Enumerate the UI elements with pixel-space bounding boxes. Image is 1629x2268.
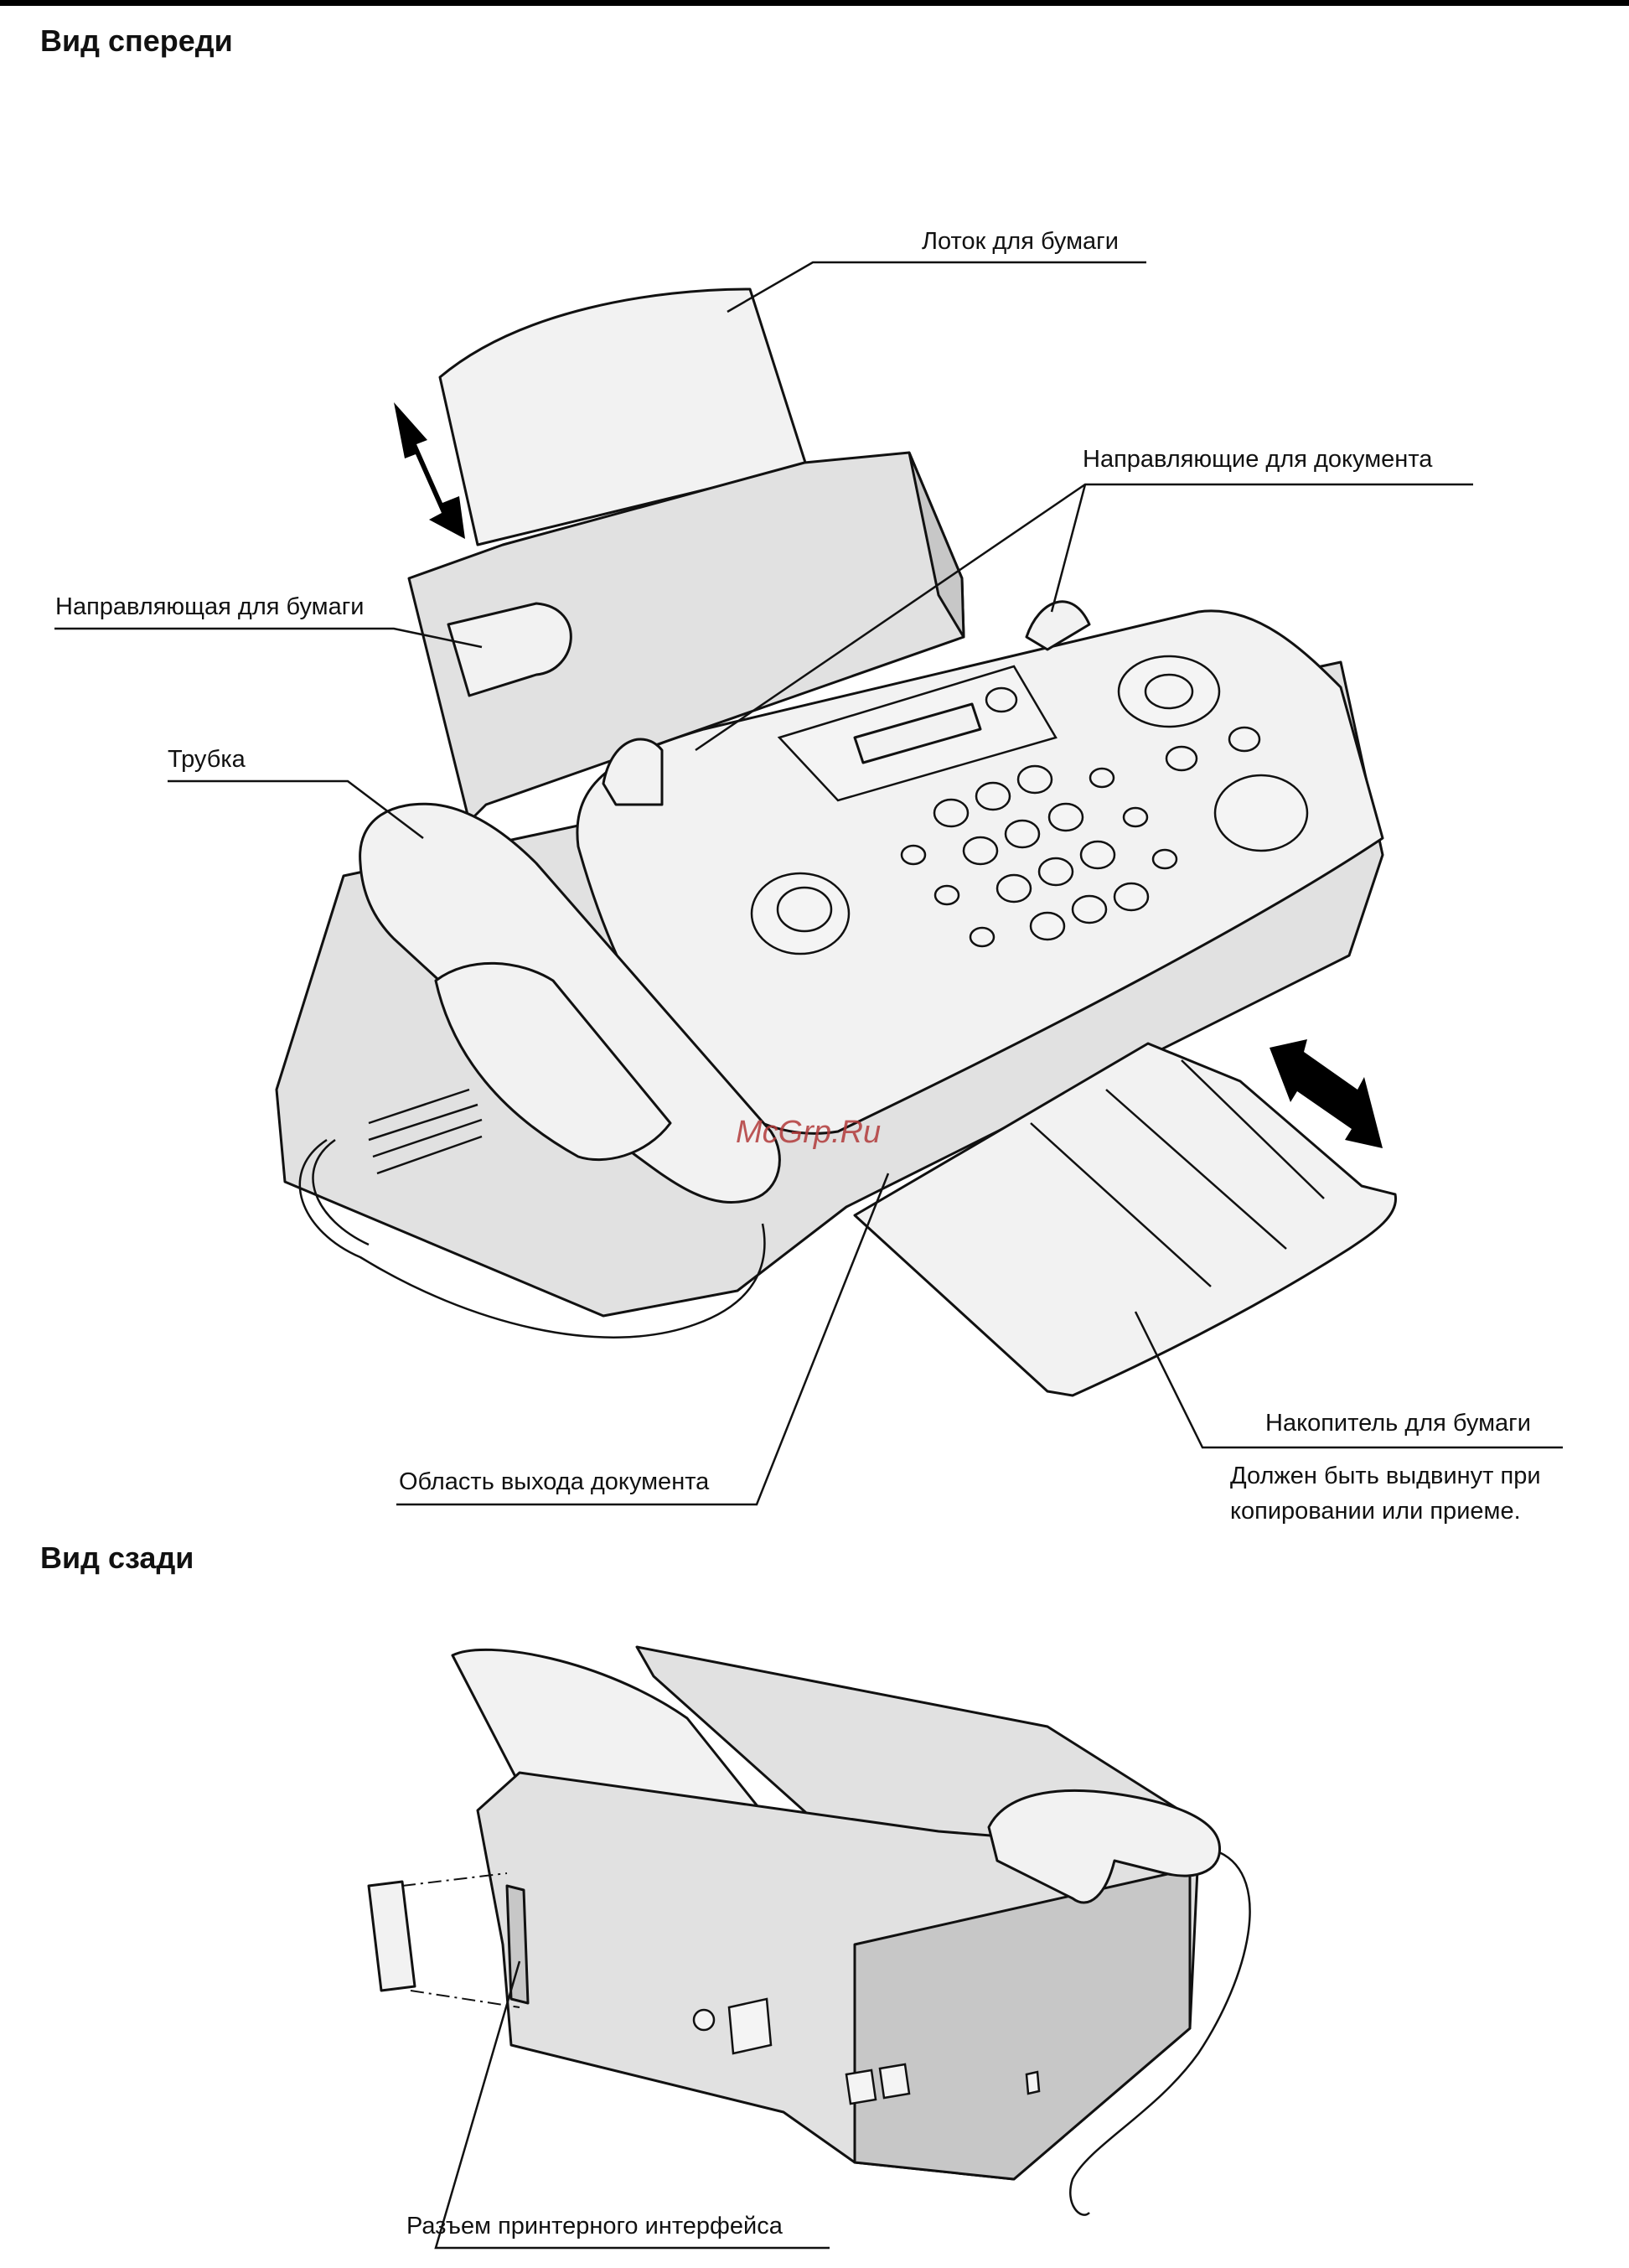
label-document-guides: Направляющие для документа xyxy=(1083,446,1432,474)
watermark: McGrp.Ru xyxy=(736,1115,881,1151)
label-paper-stacker: Накопитель для бумаги xyxy=(1265,1410,1531,1437)
stacker-note-line1: Должен быть выдвинут при xyxy=(1230,1458,1541,1494)
label-paper-guide: Направляющая для бумаги xyxy=(55,593,365,621)
nav-center xyxy=(1145,675,1192,708)
rear-view-drawing xyxy=(369,1647,1250,2248)
printer-port xyxy=(507,1886,528,2003)
label-document-exit: Область выхода документа xyxy=(399,1468,709,1496)
stacker-note: Должен быть выдвинут при копировании или… xyxy=(1230,1458,1541,1529)
leader-paper-tray xyxy=(727,262,1146,312)
stacker-note-line2: копировании или приеме. xyxy=(1230,1494,1541,1529)
label-paper-tray: Лоток для бумаги xyxy=(922,228,1119,256)
label-handset: Трубка xyxy=(168,746,246,774)
leader-paper-guide xyxy=(54,629,482,647)
port-cover xyxy=(369,1882,415,1991)
start-button xyxy=(1215,775,1307,851)
label-printer-port: Разъем принтерного интерфейса xyxy=(406,2213,783,2240)
